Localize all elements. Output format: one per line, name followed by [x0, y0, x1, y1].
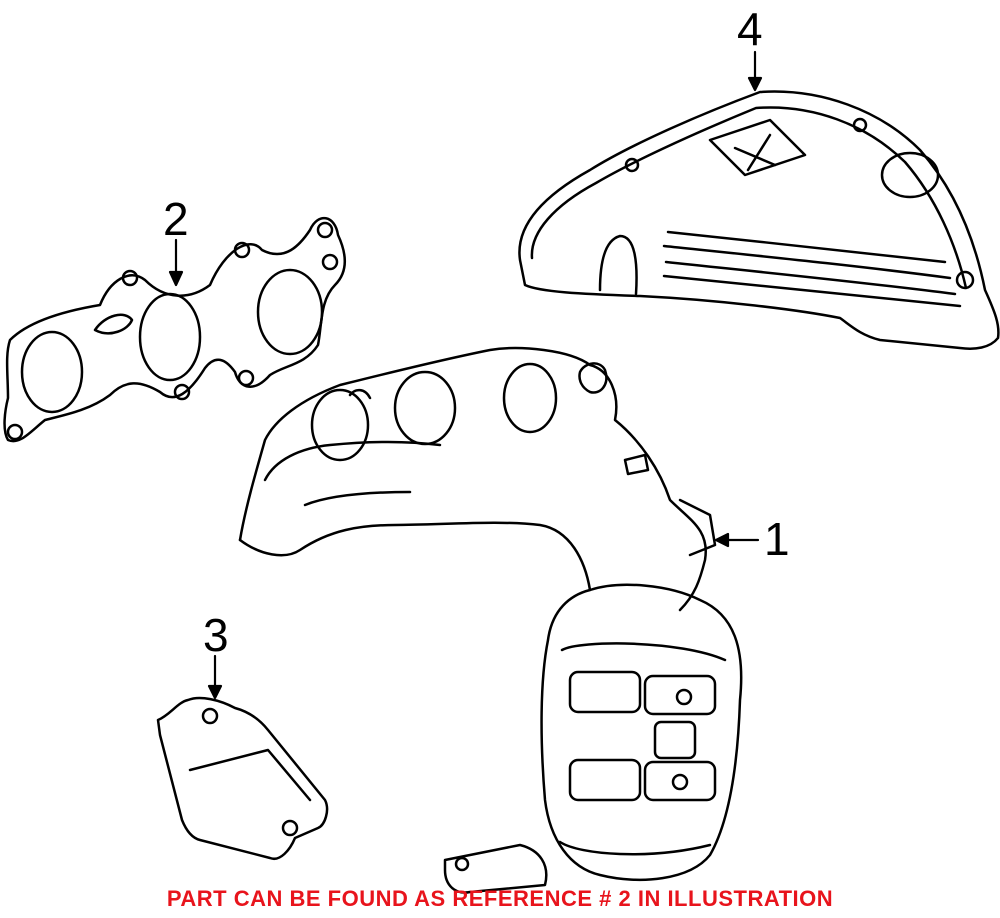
exhaust-manifold-part-1	[238, 346, 743, 894]
reference-note: PART CAN BE FOUND AS REFERENCE # 2 IN IL…	[166, 886, 834, 911]
leader-arrows	[168, 50, 763, 700]
heat-shield-part-4	[518, 90, 1000, 350]
callout-part-3: 3	[203, 609, 229, 661]
callout-part-2: 2	[163, 193, 189, 245]
exhaust-gasket-part-2	[3, 217, 346, 443]
callout-part-4: 4	[737, 3, 763, 55]
bracket-part-3	[156, 696, 329, 861]
callout-part-1: 1	[764, 513, 790, 565]
